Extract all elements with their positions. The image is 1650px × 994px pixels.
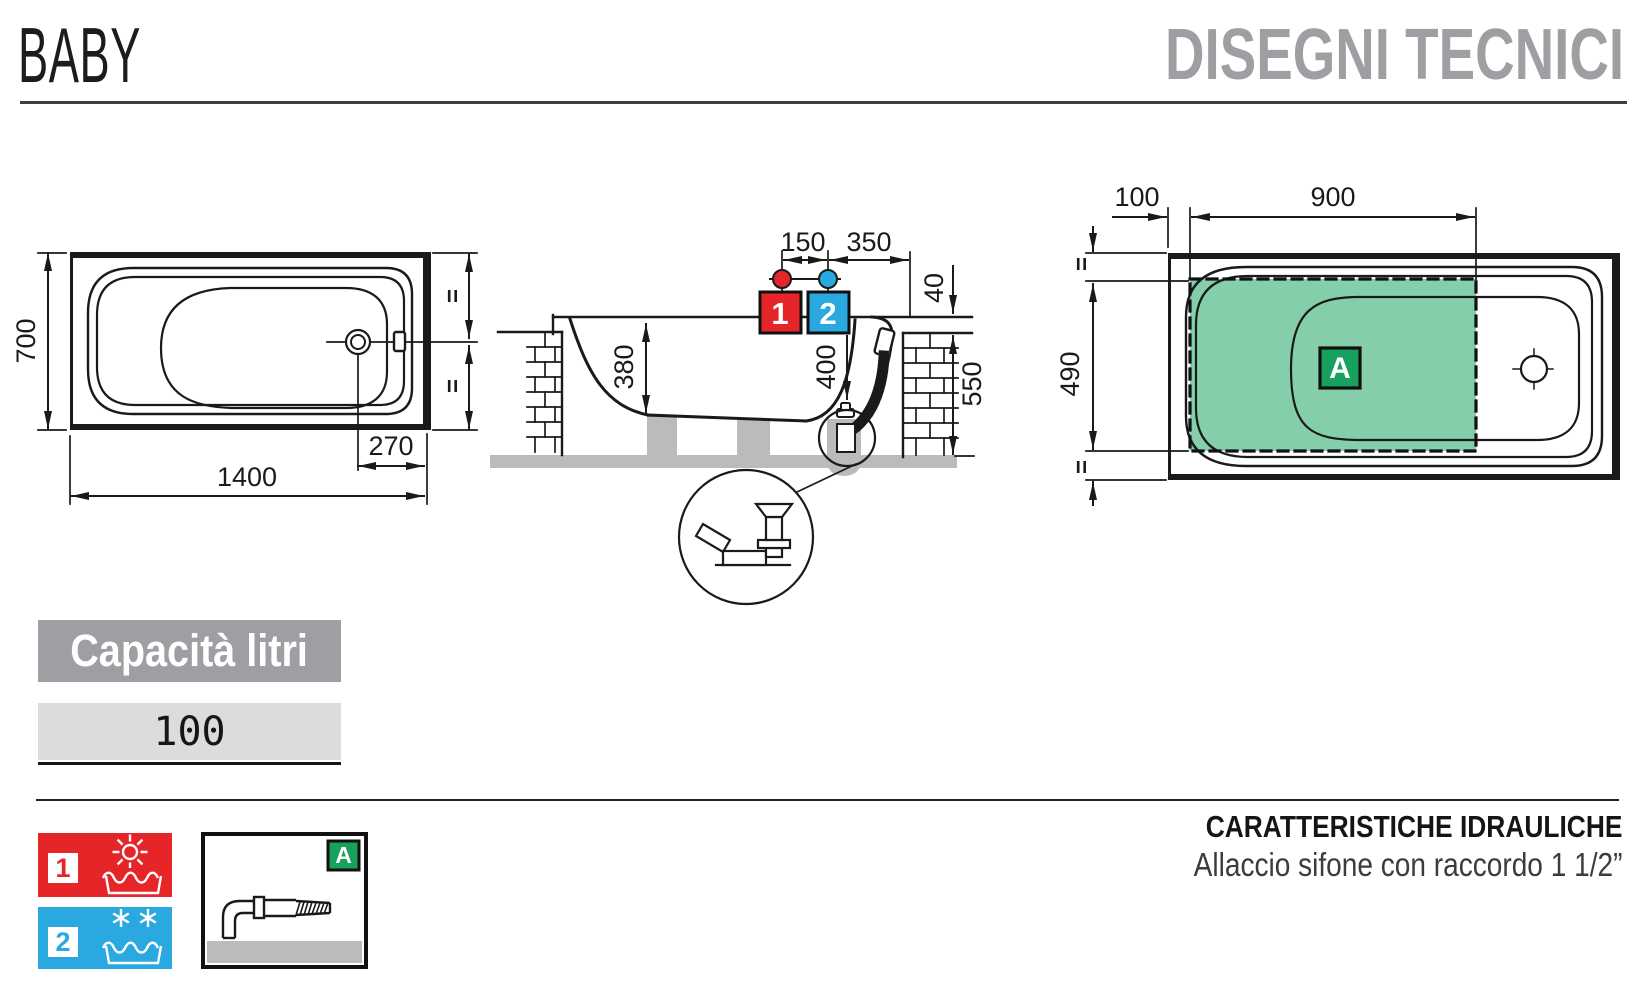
- hot-number: 1: [55, 853, 70, 883]
- dim-area-width-label: 490: [1055, 351, 1085, 396]
- brick-wall-left: [496, 330, 564, 457]
- cold-tap-badge: 2: [806, 290, 851, 335]
- overflow-icon: [392, 330, 407, 353]
- product-name: BABY: [18, 11, 142, 99]
- dim-length-label: 1400: [217, 462, 277, 492]
- overflow-hose-icon: [844, 350, 890, 438]
- cold-tap-number: 2: [819, 296, 836, 331]
- drain-icon: [1512, 348, 1556, 391]
- cold-tap-dot-icon: [818, 269, 838, 289]
- hydraulics-subtitle: Allaccio sifone con raccordo 1 1/2”: [1193, 846, 1622, 883]
- legend: 1 2: [38, 832, 368, 969]
- snowflake-icon: [112, 909, 157, 927]
- hot-water-basin-icon: [101, 871, 163, 895]
- equal-mark: =: [1067, 460, 1094, 474]
- siphon-detail-circle: [677, 468, 815, 606]
- hot-tap-badge: 1: [758, 290, 803, 335]
- equal-mark: =: [438, 289, 465, 303]
- installation-area-border: [1188, 277, 1478, 453]
- dim-tap-to-wall-label: 350: [846, 227, 891, 257]
- hot-water-card: 1: [38, 833, 172, 897]
- area-badge-label: A: [1329, 352, 1351, 385]
- detail-source-circle: [817, 408, 877, 468]
- dim-drain-offset-label: 270: [368, 431, 413, 461]
- siphon-area-label: A: [335, 842, 352, 868]
- cold-water-basin-icon: [101, 941, 163, 965]
- equal-mark: =: [438, 379, 465, 393]
- hot-tap-number: 1: [771, 296, 788, 331]
- hydraulics-title: CARATTERISTICHE IDRAULICHE: [1205, 809, 1622, 844]
- dim-rim-to-wall-label: 40: [919, 273, 949, 303]
- capacity-header: Capacità litri: [38, 620, 341, 682]
- siphon-pipe-icon: [221, 895, 332, 940]
- floor: [490, 455, 957, 468]
- page-title: DISEGNI TECNICI: [1164, 15, 1624, 95]
- dim-taps-spacing-label: 150: [780, 227, 825, 257]
- drain-icon: [344, 328, 372, 356]
- capacity-value: 100: [38, 703, 341, 760]
- dim-area-length-label: 900: [1310, 182, 1355, 212]
- equal-mark: =: [1067, 257, 1094, 271]
- area-badge: A: [1318, 346, 1362, 390]
- cold-water-card: 2: [38, 907, 172, 969]
- dim-width-label: 700: [11, 318, 41, 363]
- plan-view-drawing: A 100 900 = = 490: [1055, 182, 1620, 506]
- dim-side-offset-label: 100: [1114, 182, 1159, 212]
- siphon-card: A: [201, 832, 368, 969]
- dim-rim-to-drain-label: 400: [811, 344, 841, 389]
- footer-divider: [36, 799, 1619, 801]
- siphon-area-badge: A: [326, 839, 361, 872]
- cold-number: 2: [55, 927, 70, 957]
- hot-tap-dot-icon: [772, 269, 792, 289]
- capacity-header-label: Capacità litri: [70, 625, 309, 676]
- dim-total-height-label: 550: [957, 361, 987, 406]
- capacity-underline: [38, 762, 341, 765]
- brick-wall-right: [901, 331, 974, 459]
- sun-icon: [112, 834, 148, 868]
- dim-inner-depth-label: 380: [609, 344, 639, 389]
- header-divider: [20, 101, 1627, 104]
- section-view-drawing: 1 2 150 350 40 380 400 550: [490, 227, 987, 606]
- hydraulics-block: CARATTERISTICHE IDRAULICHE Allaccio sifo…: [1118, 808, 1622, 884]
- top-view-drawing: 700 1400 270 = =: [11, 252, 478, 505]
